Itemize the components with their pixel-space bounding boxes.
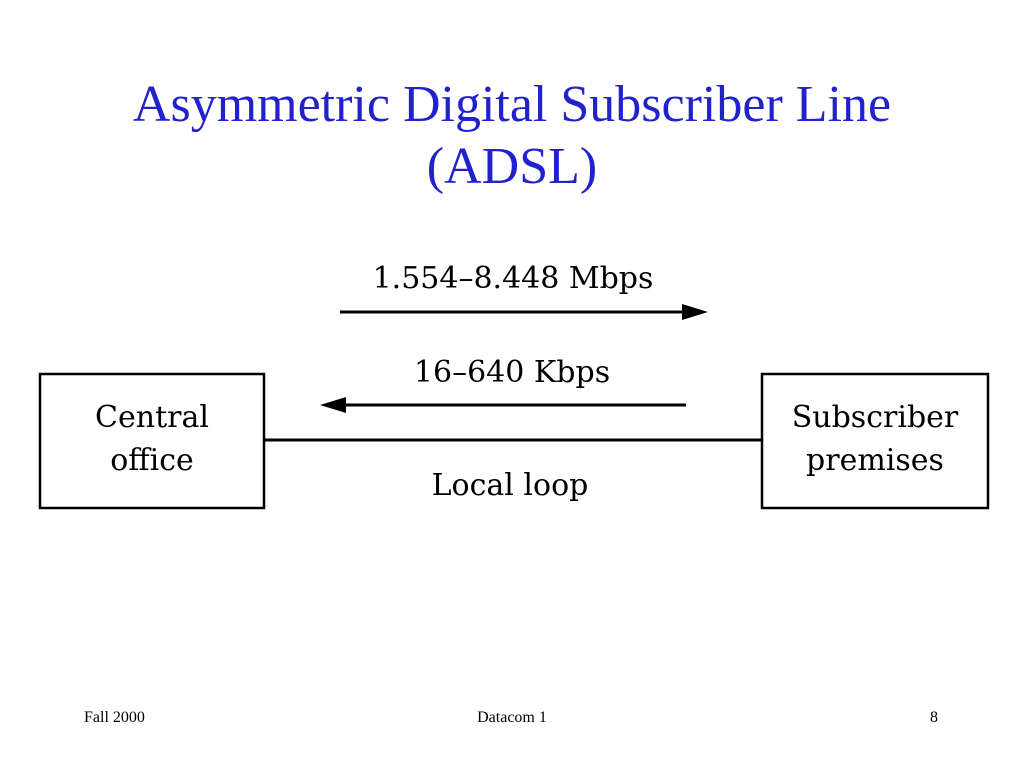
downstream-arrow [340, 304, 708, 320]
central-office-label-line-2: office [110, 443, 194, 478]
slide-title-line-2: (ADSL) [426, 138, 598, 195]
upstream-rate-label: 16–640 Kbps [414, 355, 610, 390]
upstream-arrow [320, 397, 686, 413]
footer-date: Fall 2000 [84, 709, 145, 726]
central-office-box: Central office [38, 372, 266, 510]
slide-title-line-1: Asymmetric Digital Subscriber Line [132, 76, 892, 133]
footer-page-number: 8 [930, 709, 938, 726]
downstream-rate-label: 1.554–8.448 Mbps [373, 261, 654, 296]
slide-title: Asymmetric Digital Subscriber Line (ADSL… [0, 74, 1024, 198]
local-loop-label: Local loop [432, 468, 589, 503]
footer-course: Datacom 1 [477, 709, 547, 726]
subscriber-premises-label-line-2: premises [806, 443, 944, 478]
central-office-label-line-1: Central [95, 400, 209, 435]
subscriber-premises-label-line-1: Subscriber [792, 400, 959, 435]
subscriber-premises-box: Subscriber premises [760, 372, 990, 510]
